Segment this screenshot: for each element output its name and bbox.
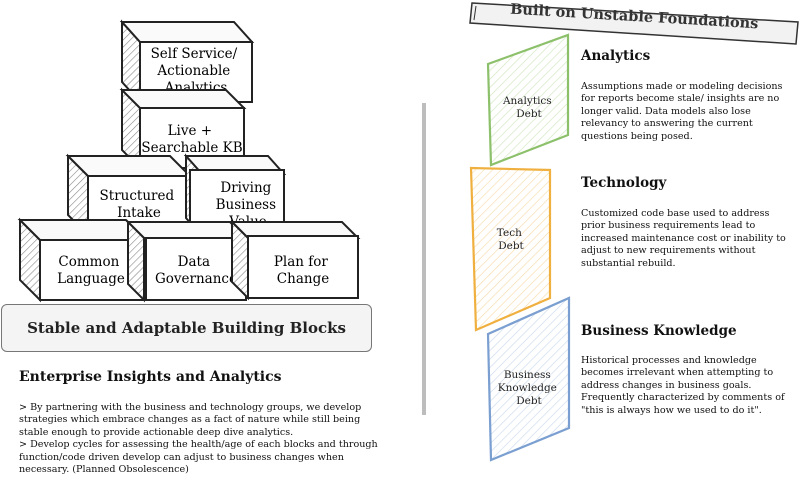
block-label-bottom-right: Plan for Change [274,254,332,287]
left-section-body: > By partnering with the business and te… [19,402,391,476]
block-label-second: Live + Searchable KB [141,123,242,156]
vertical-divider [422,103,426,415]
analytics-debt-label: Analytics Debt [502,95,555,120]
technology-body: Customized code base used to address pri… [581,208,796,270]
technology-description: Customized code base used to address pri… [581,208,786,269]
block-label-top: Self Service/ Actionable Analytics [151,46,242,96]
tech-debt-shape: Tech Debt [469,166,552,332]
analytics-body: Assumptions made or modeling decisions f… [581,81,796,143]
business-knowledge-debt-shape: Business Knowledge Debt [486,296,571,462]
analytics-description: Assumptions made or modeling decisions f… [581,81,783,142]
block-data-governance: Data Governance [125,219,249,303]
block-label-third-left: Structured Intake [100,188,179,221]
business-knowledge-debt-label: Business Knowledge Debt [498,369,561,407]
left-bullet-1: > By partnering with the business and te… [19,402,362,438]
block-label-bottom-middle: Data Governance [155,254,237,287]
building-blocks-pyramid: Self Service/ Actionable Analytics Live … [17,19,361,303]
technology-title: Technology [581,175,667,191]
base-foundation-label: Stable and Adaptable Building Blocks [27,319,346,337]
base-foundation-bar: Stable and Adaptable Building Blocks [1,304,372,352]
left-bullet-2: > Develop cycles for assessing the healt… [19,439,378,476]
block-plan-for-change: Plan for Change [229,219,361,301]
business-knowledge-title: Business Knowledge [581,323,737,339]
unstable-foundations-banner: Built on Unstable Foundations [469,1,799,45]
analytics-debt-shape: Analytics Debt [486,33,570,167]
business-knowledge-body: Historical processes and knowledge becom… [581,355,796,417]
business-knowledge-description: Historical processes and knowledge becom… [581,355,785,416]
tech-debt-label: Tech Debt [497,227,525,252]
left-section-heading: Enterprise Insights and Analytics [19,369,282,385]
block-label-bottom-left: Common Language [57,254,125,287]
analytics-title: Analytics [581,48,651,64]
